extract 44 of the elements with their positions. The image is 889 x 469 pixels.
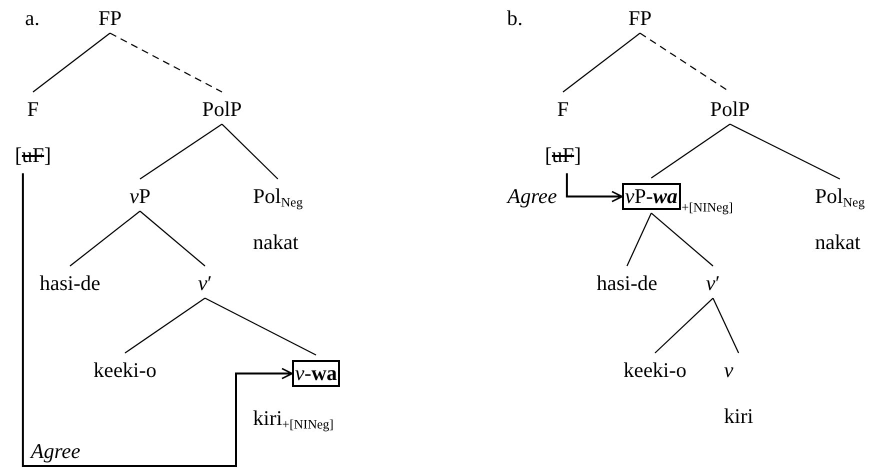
agree-arrow [22,173,293,467]
tree-branch [110,32,222,93]
node-label: hasi-de [596,271,658,296]
node-label: PolP [202,97,242,122]
node-label: keeki-o [94,358,156,382]
node-annotation: kiri$_{+[NINeg]}$ [253,406,334,430]
node-label: nakat [815,230,860,254]
boxed-tree-node: vP-wa [622,183,681,210]
struck-feature: [uF] [544,143,582,168]
panel-label: b. [507,6,523,30]
node-label: v′ [706,271,720,296]
tree-branch [654,298,714,354]
node-label: hasi-de [40,271,100,296]
agree-arrow [566,173,623,202]
node-label: keeki-o [624,358,686,382]
node-label: F [27,97,39,122]
node-label: PolP [710,97,750,122]
node-label: v′ [198,271,212,296]
tree-branch [222,124,278,180]
tree-branch [32,32,110,92]
panel-label: a. [25,6,40,30]
node-label: kiri [724,404,754,428]
tree-branch [712,298,740,354]
struck-feature: [uF] [14,143,52,168]
node-annotation: +[NINeg] [682,198,733,214]
tree-branch [124,298,206,354]
node-label: F [557,97,569,122]
node-label: v [724,358,734,382]
tree-branch [140,124,222,180]
node-label: nakat [253,230,298,254]
node-label: FP [628,6,652,30]
node-label: vP [130,184,150,208]
node-label: Pol$_{Neg}$ [815,184,865,208]
node-label: FP [98,6,122,30]
node-label: Pol$_{Neg}$ [253,184,303,208]
tree-branch [650,212,714,266]
tree-branch [562,32,640,92]
tree-branch [140,210,206,266]
tree-branch [70,210,140,266]
tree-branch [204,298,316,356]
boxed-tree-node: v-wa [292,360,340,388]
tree-branch [626,212,652,266]
tree-branch [730,124,840,180]
tree-branch [650,124,730,178]
